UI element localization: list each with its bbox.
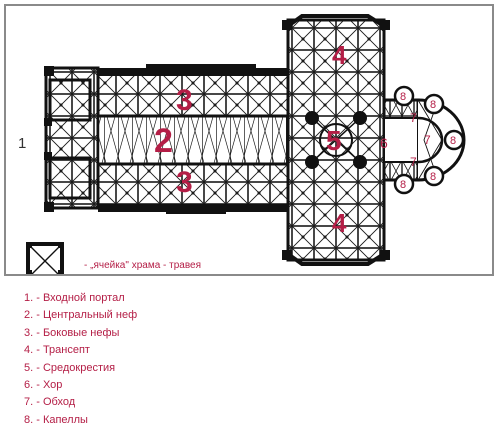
label-chapel-5: 8 [400, 179, 406, 191]
label-nave: 2 [154, 122, 173, 160]
label-entrance: 1 [18, 135, 26, 152]
label-chapel-3: 8 [450, 135, 456, 147]
label-ambulatory-mid: 7 [424, 133, 431, 147]
label-ambulatory-top: 7 [410, 111, 417, 125]
label-crossing: 5 [326, 125, 342, 156]
label-chapel-4: 8 [430, 171, 436, 183]
legend-item-entrance: 1. - Входной портал [24, 292, 125, 304]
legend-item-aisles: 3. - Боковые нефы [24, 326, 120, 339]
label-aisle-bottom: 3 [176, 166, 193, 199]
nave-and-aisles [96, 64, 290, 214]
label-chapel-1: 8 [400, 91, 406, 103]
plan-frame: 1 2 3 3 4 4 5 6 7 7 7 8 8 8 8 8 - „ячейк… [4, 4, 494, 276]
west-facade [44, 66, 100, 212]
label-aisle-top: 3 [176, 84, 193, 117]
label-transept-top: 4 [332, 40, 347, 70]
legend-item-transept: 4. - Трансепт [24, 344, 90, 357]
legend-item-nave: 2. - Центральный неф [24, 309, 138, 322]
bay-caption: - „ячейка" храма - травея [84, 260, 202, 271]
label-choir: 6 [380, 135, 388, 151]
legend-item-crossing: 5. - Средокрестия [24, 361, 116, 374]
transept [282, 14, 390, 266]
apse [393, 85, 466, 195]
bay-sample-icon [26, 242, 64, 274]
legend: 1. - Входной портал 2. - Центральный неф… [24, 290, 137, 429]
legend-item-choir: 6. - Хор [24, 379, 63, 392]
label-ambulatory-bottom: 7 [410, 155, 417, 169]
label-transept-bottom: 4 [332, 208, 347, 238]
label-chapel-2: 8 [430, 99, 436, 111]
cathedral-plan: 1 2 3 3 4 4 5 6 7 7 7 8 8 8 8 8 [18, 14, 466, 274]
legend-item-chapels: 8. - Капеллы [24, 413, 88, 426]
legend-item-ambulatory: 7. - Обход [24, 396, 76, 409]
